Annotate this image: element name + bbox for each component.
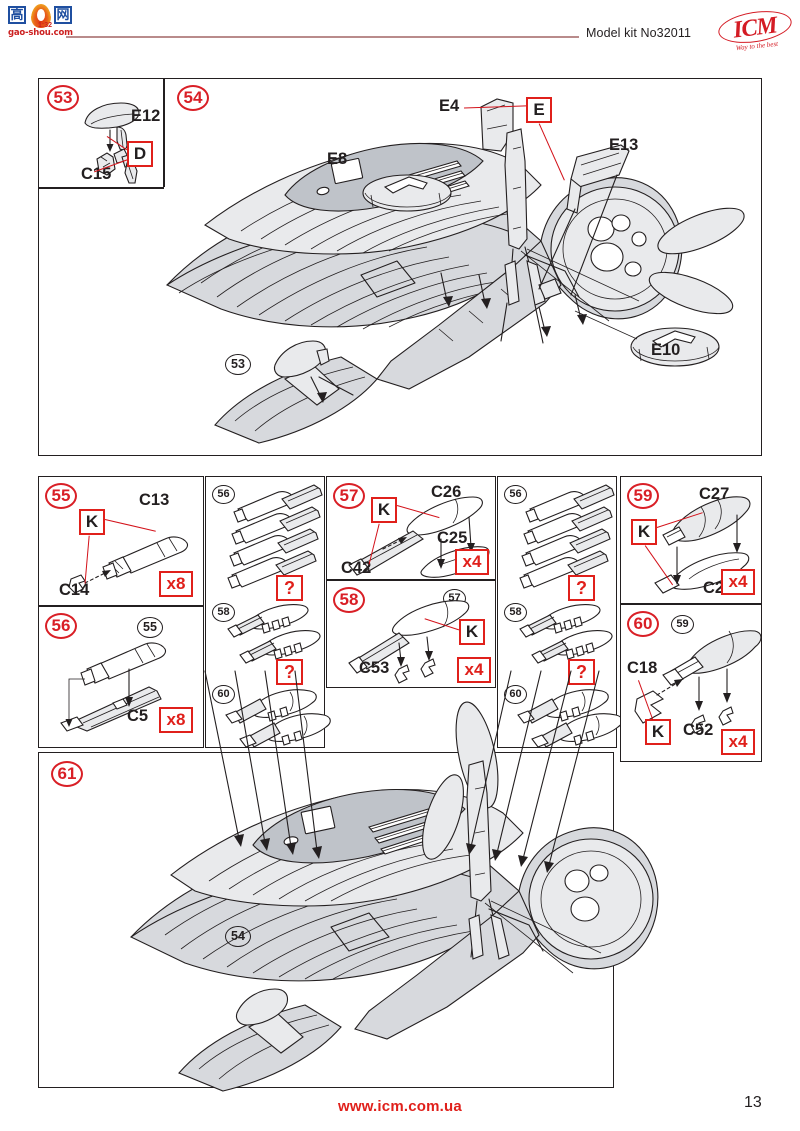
rocket-group-illustration-right [519, 484, 615, 589]
header-divider [66, 36, 579, 38]
option-marker-58-left: ? [276, 659, 303, 685]
sprue-box-k-58: K [459, 619, 485, 645]
sprue-box-k-55: K [79, 509, 105, 535]
reference-step-55-in-56: 55 [137, 617, 163, 638]
reference-step-60-right: 60 [504, 685, 527, 704]
quantity-badge-60: x4 [721, 729, 755, 755]
reference-step-60-left: 60 [212, 685, 235, 704]
part-label-c5: C5 [127, 707, 149, 725]
panel-options-left: 56 ? 58 [205, 476, 331, 748]
part-label-c27: C27 [699, 485, 730, 503]
page-header: 高 网 1:32 gao-shou.com Model kit No32011 … [0, 0, 800, 62]
panel-steps-57-58: 57 C26 C25 C42 K x4 58 57 [326, 476, 496, 688]
website-url[interactable]: www.icm.com.ua [338, 1098, 462, 1115]
step-number-53: 53 [47, 85, 79, 111]
icm-logo: ICM Way to the best [716, 6, 794, 54]
sprue-box-e: E [526, 97, 552, 123]
quantity-badge-59: x4 [721, 569, 755, 595]
watermark-logo: 高 网 1:32 gao-shou.com [8, 4, 74, 46]
bomb-group-illustration-left [227, 604, 321, 664]
panel-steps-55-56: 55 C13 C14 K x8 56 55 C5 x8 [38, 476, 204, 748]
watermark-char-2: 网 [54, 6, 72, 24]
part-label-e12: E12 [131, 107, 161, 125]
parts-illustration-53 [84, 102, 140, 184]
part-label-e4: E4 [439, 97, 460, 115]
part-label-c52: C52 [683, 721, 714, 739]
parts-illustration-58 [348, 600, 470, 684]
step-number-56: 56 [45, 613, 77, 639]
panel-steps-59-60: 59 C27 C28 K x4 60 59 [620, 476, 762, 762]
quantity-badge-55: x8 [159, 571, 193, 597]
option-marker-58-right: ? [568, 659, 595, 685]
watermark-text: gao-shou.com [8, 28, 73, 38]
aircraft-assembly-illustration-61 [130, 670, 659, 1092]
step-number-61: 61 [51, 761, 83, 787]
panel-53-divider-horizontal [39, 187, 164, 189]
sprue-box-k-57: K [371, 497, 397, 523]
parts-illustration-56 [60, 642, 167, 732]
part-label-e13: E13 [609, 136, 639, 154]
kit-number: Model kit No32011 [586, 26, 692, 40]
option-marker-56-left: ? [276, 575, 303, 601]
reference-step-59-in-60: 59 [671, 615, 694, 634]
parts-illustration-60 [634, 630, 762, 734]
reference-step-53: 53 [225, 354, 251, 375]
reference-step-56-right: 56 [504, 485, 527, 504]
part-label-e10: E10 [651, 341, 681, 359]
part-label-c15: C15 [81, 165, 112, 183]
part-label-c53: C53 [359, 659, 390, 677]
sprue-box-k-59: K [631, 519, 657, 545]
step-number-54: 54 [177, 85, 209, 111]
aircraft-assembly-illustration-54 [166, 98, 745, 444]
quantity-badge-56: x8 [159, 707, 193, 733]
part-label-c25: C25 [437, 529, 468, 547]
part-label-c14: C14 [59, 581, 90, 599]
parts-illustration-59 [654, 496, 751, 594]
reference-step-54-in-61: 54 [225, 926, 251, 947]
watermark-scale: 1:32 [38, 22, 53, 29]
rocket-group-illustration-left [227, 484, 323, 589]
part-label-e8: E8 [327, 150, 348, 168]
reference-step-56-left: 56 [212, 485, 235, 504]
large-bomb-group-illustration-left [225, 689, 331, 748]
panel-53-divider-vertical [163, 79, 165, 187]
page-number: 13 [744, 1094, 762, 1111]
panel-step-54: 53 E12 C15 D 54 [38, 78, 762, 456]
step-number-59: 59 [627, 483, 659, 509]
panel-55-56-divider [39, 605, 203, 607]
panel-57-58-divider [327, 579, 495, 581]
bomb-group-illustration-right [519, 604, 613, 664]
option-marker-56-right: ? [568, 575, 595, 601]
sprue-box-k-60: K [645, 719, 671, 745]
part-label-c26: C26 [431, 483, 462, 501]
part-label-c18: C18 [627, 659, 658, 677]
panel-59-60-divider [621, 603, 761, 605]
reference-step-58-left: 58 [212, 603, 235, 622]
step-number-60: 60 [627, 611, 659, 637]
step-number-57: 57 [333, 483, 365, 509]
quantity-badge-57: x4 [455, 549, 489, 575]
sprue-box-d: D [127, 141, 153, 167]
reference-step-58-right: 58 [504, 603, 527, 622]
panel-step-61: 61 [38, 670, 659, 1092]
step-number-58: 58 [333, 587, 365, 613]
part-label-c13: C13 [139, 491, 170, 509]
part-label-c42: C42 [341, 559, 372, 577]
quantity-badge-58: x4 [457, 657, 491, 683]
parts-illustration-55 [68, 536, 189, 594]
watermark-char-1: 高 [8, 6, 26, 24]
flame-icon [31, 4, 51, 28]
step-number-55: 55 [45, 483, 77, 509]
